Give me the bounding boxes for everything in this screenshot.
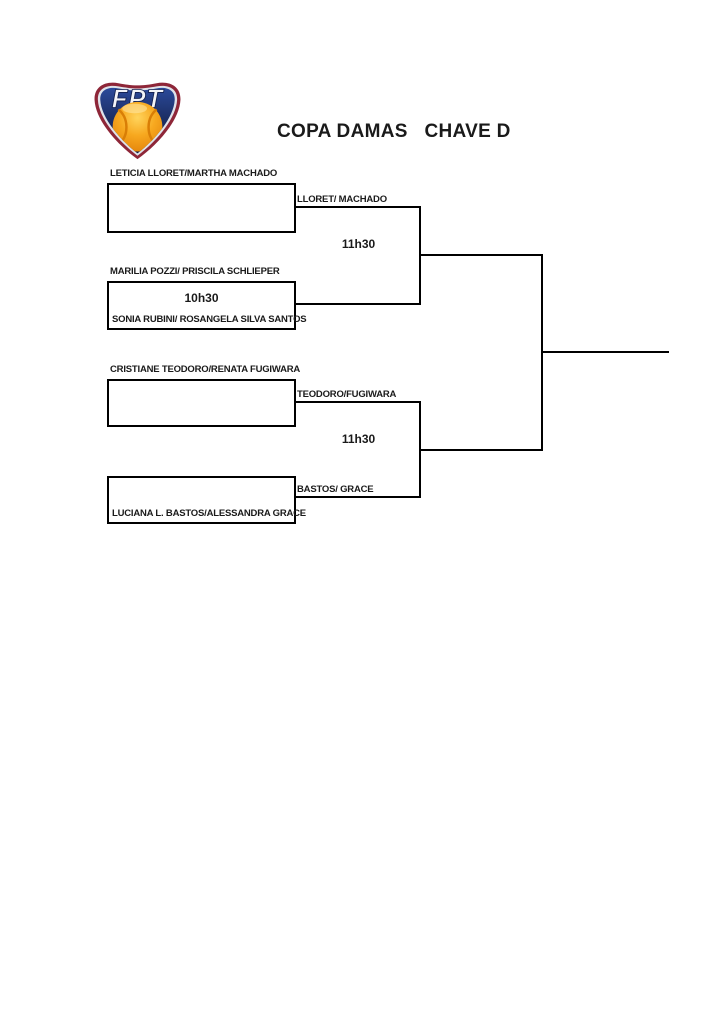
bracket-line — [296, 206, 421, 208]
fpt-logo: FPT — [94, 82, 181, 160]
match4-box: LUCIANA L. BASTOS/ALESSANDRA GRACE — [107, 476, 306, 524]
bracket-line — [419, 254, 543, 256]
semifinal-bottom-winner-top-label: TEODORO/FUGIWARA — [297, 389, 397, 400]
bracket-line — [296, 303, 421, 305]
semifinal-bottom-time: 11h30 — [341, 432, 376, 446]
semifinal-top-time: 11h30 — [341, 237, 376, 251]
match1-box — [107, 183, 296, 233]
team-label-match2: MARILIA POZZI/ PRISCILA SCHLIEPER — [110, 266, 280, 277]
semifinal-top-winner-label: LLORET/ MACHADO — [297, 194, 387, 205]
team-label-match4: LUCIANA L. BASTOS/ALESSANDRA GRACE — [112, 508, 306, 519]
team-label-match1: LETICIA LLORET/MARTHA MACHADO — [110, 168, 278, 179]
bracket-line — [419, 449, 543, 451]
team-label-match2-opponent: SONIA RUBINI/ ROSANGELA SILVA SANTOS — [112, 314, 307, 325]
bracket-line — [296, 401, 421, 403]
team-label-match3: CRISTIANE TEODORO/RENATA FUGIWARA — [110, 364, 301, 375]
match2-box: 10h30 SONIA RUBINI/ ROSANGELA SILVA SANT… — [107, 281, 307, 330]
match2-time: 10h30 — [184, 291, 219, 305]
match3-box — [107, 379, 296, 427]
semifinal-bottom-winner-bottom-label: BASTOS/ GRACE — [297, 484, 374, 495]
final-winner-line — [541, 351, 669, 353]
bracket-line — [296, 496, 421, 498]
page-title: COPA DAMAS CHAVE D — [277, 121, 511, 142]
tennis-ball-icon — [112, 101, 163, 152]
